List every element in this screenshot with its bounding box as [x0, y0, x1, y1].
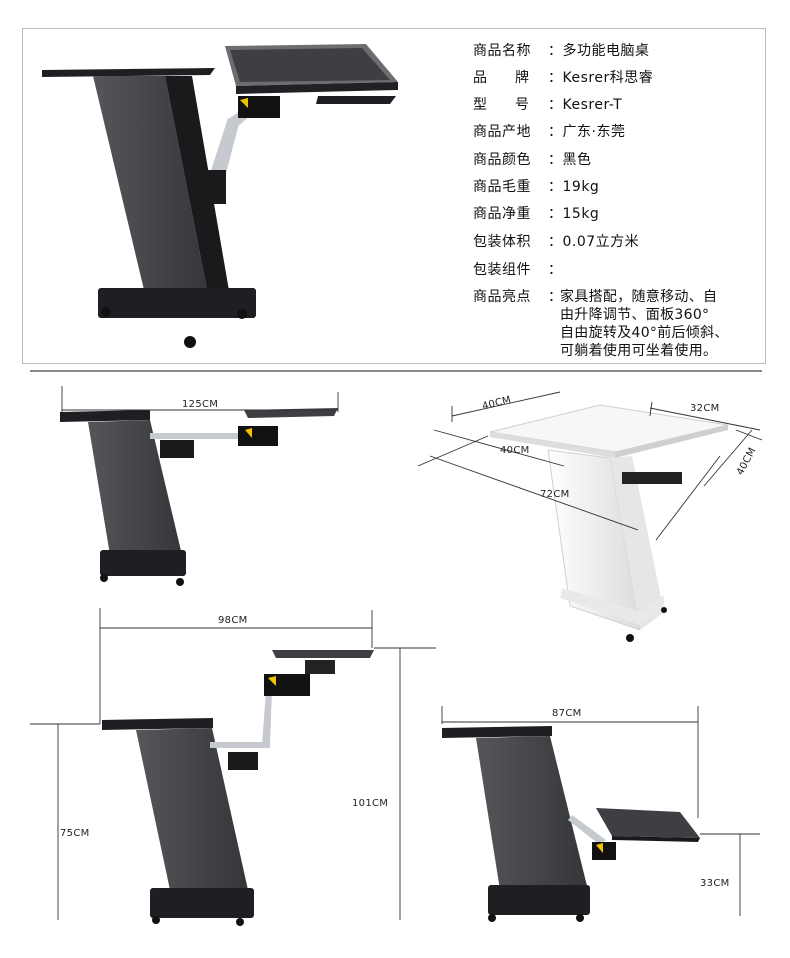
- spec-row-highlights: 商品亮点 ：: [473, 288, 563, 307]
- dimension-label-width-raised: 98CM: [218, 615, 248, 626]
- dimension-label-desk-height: 75CM: [60, 828, 90, 839]
- spec-row-origin: 商品产地 ：广东·东莞: [473, 123, 625, 142]
- spec-row-gross-weight: 商品毛重 ：19kg: [473, 178, 599, 197]
- spec-label: 商品亮点: [473, 289, 531, 305]
- dimension-label-height-lowered: 33CM: [700, 878, 730, 889]
- desk-side-view-arm-raised: [102, 650, 374, 926]
- dimension-label-height-raised: 101CM: [352, 798, 389, 809]
- highlight-line: 家具搭配，随意移动、自: [560, 289, 718, 305]
- spec-separator: ：: [548, 97, 563, 113]
- spec-separator: ：: [548, 152, 563, 168]
- spec-separator: ：: [548, 43, 563, 59]
- spec-label: 商品名称: [473, 43, 531, 59]
- spec-value: 19kg: [562, 179, 600, 195]
- spec-separator: ：: [548, 289, 563, 305]
- product-info-panel: [22, 28, 766, 364]
- spec-value: Kesrer科思睿: [562, 70, 654, 86]
- spec-label: 商品净重: [473, 206, 531, 222]
- white-desk-view: [489, 404, 729, 642]
- main-product-image: [42, 44, 398, 348]
- spec-label: 包装组件: [473, 262, 531, 278]
- spec-value: 0.07立方米: [562, 234, 640, 250]
- desk-side-view-arm-lowered: [442, 726, 700, 922]
- spec-value: 广东·东莞: [562, 124, 626, 140]
- spec-separator: ：: [548, 124, 563, 140]
- spec-separator: ：: [548, 70, 563, 86]
- spec-row-model: 型 号 ：Kesrer-T: [473, 96, 622, 115]
- spec-separator: ：: [548, 179, 563, 195]
- highlight-line: 可躺着使用可坐着使用。: [560, 343, 718, 359]
- spec-row-net-weight: 商品净重 ：15kg: [473, 205, 599, 224]
- spec-value: Kesrer-T: [562, 97, 623, 113]
- spec-value: 黑色: [562, 152, 592, 168]
- dimension-label-width-extended: 125CM: [182, 399, 219, 410]
- spec-separator: ：: [548, 262, 563, 278]
- desk-side-view-arm-extended: [60, 408, 338, 586]
- spec-label: 商品颜色: [473, 152, 531, 168]
- dimension-label-height-white: 72CM: [540, 489, 570, 500]
- spec-row-color: 商品颜色 ：黑色: [473, 151, 592, 170]
- dimension-label-top-width: 40CM: [500, 445, 530, 456]
- spec-row-name: 商品名称 ：多功能电脑桌: [473, 42, 650, 61]
- spec-row-brand: 品 牌 ：Kesrer科思睿: [473, 69, 653, 88]
- dimension-label-width-lowered: 87CM: [552, 708, 582, 719]
- spec-row-package-parts: 包装组件 ：: [473, 261, 563, 280]
- spec-label: 包装体积: [473, 234, 531, 250]
- spec-label: 商品产地: [473, 124, 531, 140]
- spec-separator: ：: [548, 206, 563, 222]
- dimension-label-panel-width: 32CM: [690, 403, 720, 414]
- spec-value: 多功能电脑桌: [562, 43, 650, 59]
- highlight-line: 自由旋转及40°前后倾斜、: [560, 325, 729, 341]
- spec-label: 品 牌: [473, 70, 529, 86]
- dimension-lines: [30, 386, 763, 920]
- spec-row-package-volume: 包装体积 ：0.07立方米: [473, 233, 639, 252]
- spec-label: 型 号: [473, 97, 529, 113]
- spec-label: 商品毛重: [473, 179, 531, 195]
- spec-value: 15kg: [562, 206, 600, 222]
- highlight-line: 由升降调节、面板360°: [560, 307, 710, 323]
- spec-separator: ：: [548, 234, 563, 250]
